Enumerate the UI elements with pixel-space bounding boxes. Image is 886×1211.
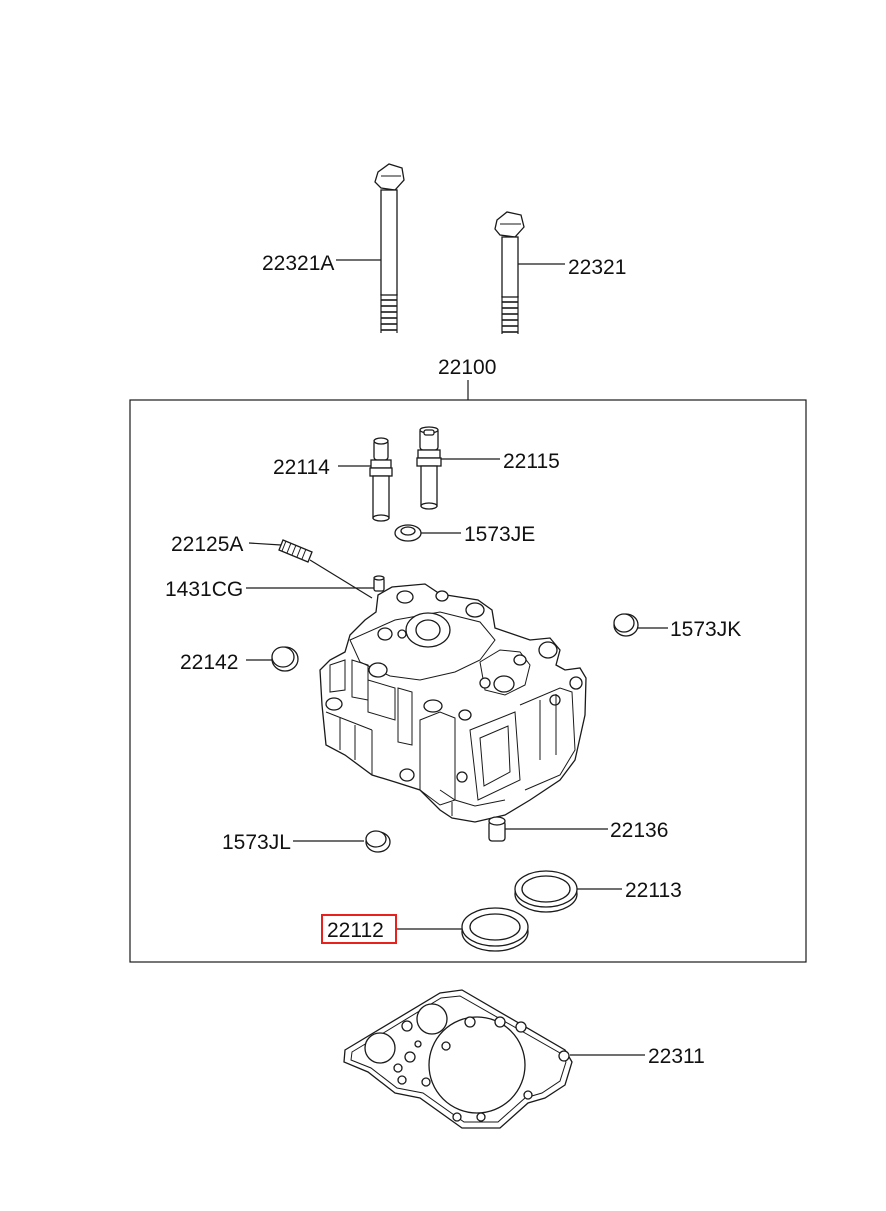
leader-22125a xyxy=(248,542,282,546)
label-1573jk[interactable]: 1573JK xyxy=(670,618,741,641)
label-22125a[interactable]: 22125A xyxy=(171,533,243,556)
valve-guide-22115[interactable] xyxy=(416,426,442,510)
highlight-box-22112 xyxy=(321,914,397,944)
label-22142[interactable]: 22142 xyxy=(180,651,238,674)
plug-22142[interactable] xyxy=(271,646,299,672)
label-22136[interactable]: 22136 xyxy=(610,819,668,842)
bolt-long[interactable] xyxy=(374,163,405,333)
bolt-short[interactable] xyxy=(494,211,525,334)
cylinder-head[interactable] xyxy=(319,583,587,823)
valve-guide-22114[interactable] xyxy=(369,437,393,522)
label-22115[interactable]: 22115 xyxy=(503,450,560,473)
stud-22125a[interactable] xyxy=(278,539,313,563)
plug-1573je[interactable] xyxy=(394,524,422,542)
plug-1573jk[interactable] xyxy=(613,613,639,637)
seat-ring-22113[interactable] xyxy=(514,870,578,913)
label-22321[interactable]: 22321 xyxy=(568,256,626,279)
leader-22125a-guide xyxy=(309,559,373,599)
label-22321a[interactable]: 22321A xyxy=(262,252,334,275)
label-1573je[interactable]: 1573JE xyxy=(464,523,535,546)
head-gasket-22311[interactable] xyxy=(343,989,573,1129)
plug-1573jl[interactable] xyxy=(365,830,391,853)
dowel-1431cg[interactable] xyxy=(373,575,385,592)
label-1573jl[interactable]: 1573JL xyxy=(222,831,291,854)
label-22114[interactable]: 22114 xyxy=(273,456,330,479)
label-22100[interactable]: 22100 xyxy=(438,356,496,379)
label-22311[interactable]: 22311 xyxy=(648,1045,705,1068)
seat-ring-22112[interactable] xyxy=(461,907,529,952)
assembly-box xyxy=(129,399,807,963)
label-1431cg[interactable]: 1431CG xyxy=(165,578,243,601)
label-22112[interactable]: 22112 xyxy=(327,919,384,942)
dowel-22136[interactable] xyxy=(488,816,506,842)
label-22113[interactable]: 22113 xyxy=(625,879,682,902)
